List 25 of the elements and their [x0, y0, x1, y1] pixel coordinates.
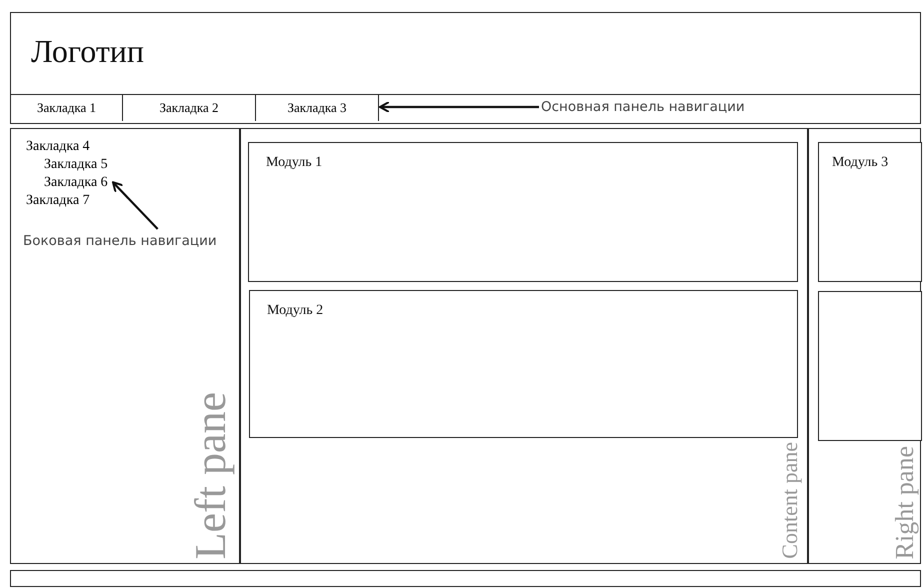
module-title: Модуль 3 — [832, 155, 888, 171]
pane-label: Left pane — [189, 392, 233, 559]
module-box — [818, 142, 922, 282]
header-box — [10, 12, 921, 95]
pane-panel — [808, 128, 921, 564]
module-box — [818, 291, 922, 441]
module-title: Модуль 1 — [266, 155, 322, 171]
header-title: Логотип — [31, 33, 144, 70]
nav-bar — [10, 95, 921, 124]
module-box — [249, 290, 798, 438]
arrow — [379, 101, 539, 113]
nav-link: Закладка 7 — [26, 193, 90, 209]
pane-label: Content pane — [779, 442, 801, 559]
pane-panel — [10, 128, 240, 564]
nav-link: Закладка 4 — [26, 139, 90, 155]
arrow — [112, 181, 158, 230]
pane-panel — [240, 128, 808, 564]
footer-box — [10, 570, 921, 587]
annotation-text: Основная панель навигации — [541, 99, 745, 115]
nav-link: Закладка 5 — [44, 157, 108, 173]
pane-label: Right pane — [892, 446, 918, 559]
annotation-text: Боковая панель навигации — [23, 233, 217, 249]
module-title: Модуль 2 — [267, 303, 324, 319]
nav-link: Закладка 6 — [44, 175, 108, 191]
module-box — [248, 142, 798, 282]
